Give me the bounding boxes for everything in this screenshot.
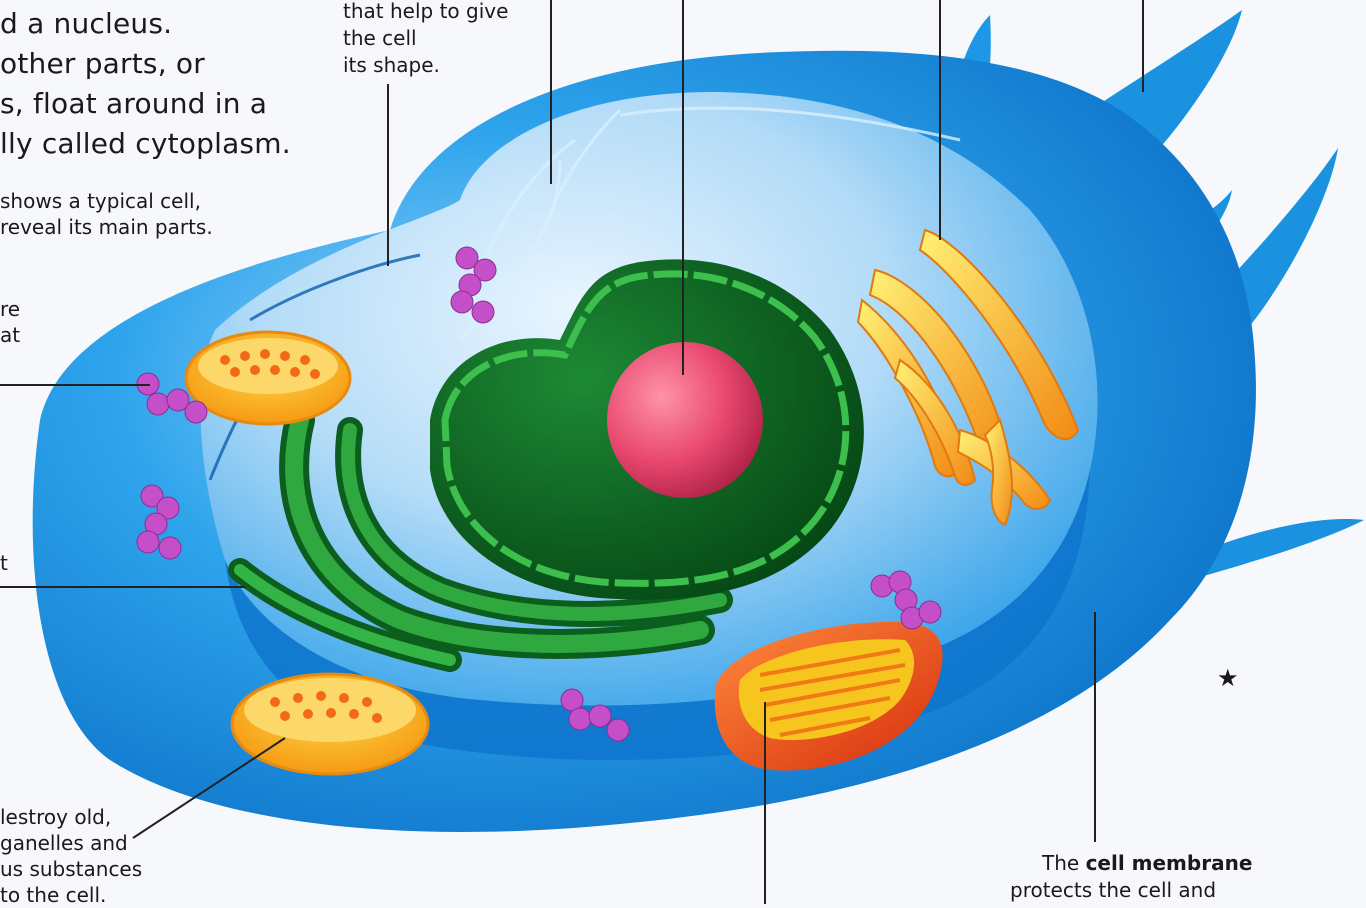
membrane-label-prefix: The <box>1042 851 1086 875</box>
subintro-text: shows a typical cell, reveal its main pa… <box>0 188 213 240</box>
cytoskeleton-label-line-3: its shape. <box>343 52 508 79</box>
intro-line-1: d a nucleus. <box>0 4 291 44</box>
left-partial-line-2: at <box>0 322 20 348</box>
lysosome-upper <box>186 332 350 424</box>
cytoskeleton-label-line-1: that help to give <box>343 0 508 25</box>
lysosome-lower <box>232 674 428 774</box>
lysosome-label-line-2: ganelles and <box>0 830 142 856</box>
intro-text: d a nucleus. other parts, or s, float ar… <box>0 4 291 164</box>
left-partial-text: re at <box>0 296 20 348</box>
left-partial-line-1: re <box>0 296 20 322</box>
subintro-line-2: reveal its main parts. <box>0 214 213 240</box>
lysosome-label: lestroy old, ganelles and us substances … <box>0 804 142 908</box>
intro-line-4: lly called cytoplasm. <box>0 124 291 164</box>
membrane-label-term: cell membrane <box>1086 851 1253 875</box>
lysosome-label-line-1: lestroy old, <box>0 804 142 830</box>
intro-line-2: other parts, or <box>0 44 291 84</box>
membrane-label-line-1: The cell membrane <box>1010 850 1252 877</box>
intro-line-3: s, float around in a <box>0 84 291 124</box>
lysosome-label-line-4: to the cell. <box>0 882 142 908</box>
subintro-line-1: shows a typical cell, <box>0 188 213 214</box>
membrane-label: The cell membrane protects the cell and <box>1010 850 1252 904</box>
cytoskeleton-label: that help to give the cell its shape. <box>343 0 508 79</box>
nucleolus <box>607 342 763 498</box>
membrane-label-line-2: protects the cell and <box>1010 877 1252 904</box>
lysosome-label-line-3: us substances <box>0 856 142 882</box>
star-icon: ★ <box>1217 666 1239 690</box>
cytoskeleton-label-line-2: the cell <box>343 25 508 52</box>
left-partial-line-3: t <box>0 550 8 576</box>
